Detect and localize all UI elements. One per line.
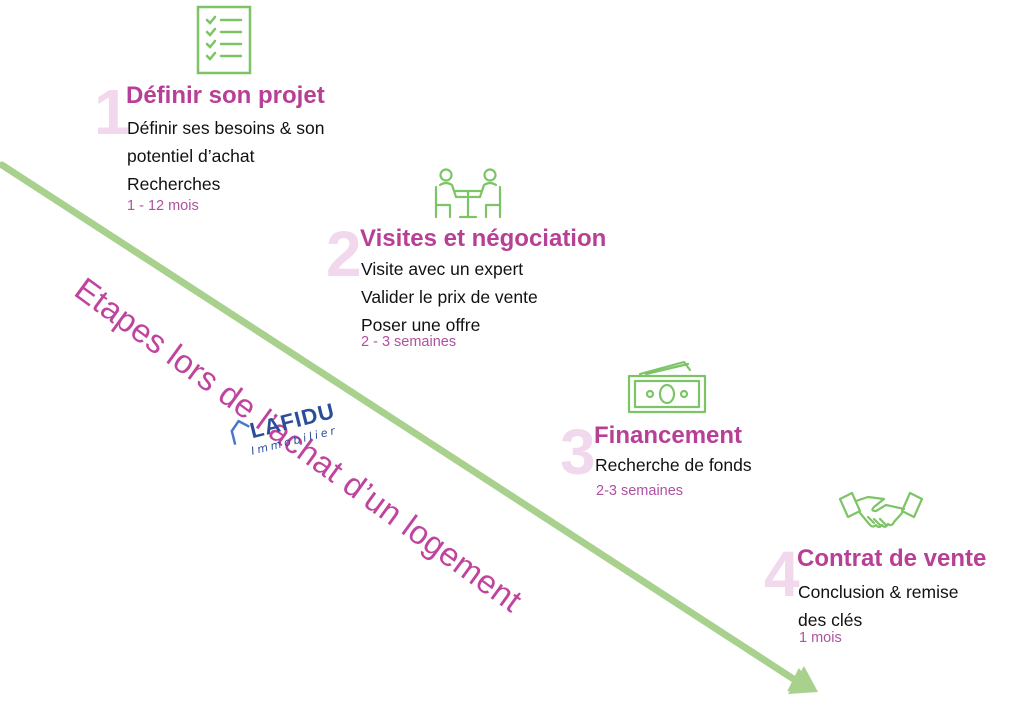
banknotes-icon	[627, 360, 707, 414]
step-line: Recherche de fonds	[595, 455, 752, 475]
step-duration: 1 mois	[799, 630, 842, 646]
step-description: Conclusion & remise des clés	[798, 578, 958, 634]
lafidu-logo: LAFIDU Immobilier	[226, 387, 364, 503]
step-duration: 2-3 semaines	[596, 483, 684, 499]
step-line: Poser une offre	[361, 315, 481, 335]
step-line: des clés	[798, 610, 863, 630]
step-number: 4	[764, 538, 800, 610]
step-number: 2	[326, 218, 362, 290]
handshake-icon	[838, 491, 924, 529]
step-title: Contrat de vente	[797, 545, 987, 572]
step-number: 1	[94, 76, 130, 148]
step-description: Définir ses besoins & son potentiel d’ac…	[127, 114, 324, 198]
step-line: Définir ses besoins & son	[127, 118, 325, 138]
step-description: Recherche de fonds	[595, 451, 752, 479]
step-title: Visites et négociation	[360, 225, 607, 252]
checklist-icon	[196, 5, 252, 75]
step-line: potentiel d’achat	[127, 146, 255, 166]
step-line: Valider le prix de vente	[361, 287, 538, 307]
step-title: Financement	[594, 422, 743, 449]
step-title: Définir son projet	[126, 82, 325, 109]
step-line: Visite avec un expert	[361, 259, 524, 279]
step-number: 3	[560, 416, 596, 488]
step-duration: 2 - 3 semaines	[361, 334, 457, 350]
step-line: Recherches	[127, 174, 221, 194]
step-description: Visite avec un expert Valider le prix de…	[361, 255, 538, 339]
step-duration: 1 - 12 mois	[127, 198, 199, 214]
step-line: Conclusion & remise	[798, 582, 959, 602]
house-roof-icon	[230, 419, 250, 445]
meeting-icon	[434, 168, 502, 219]
